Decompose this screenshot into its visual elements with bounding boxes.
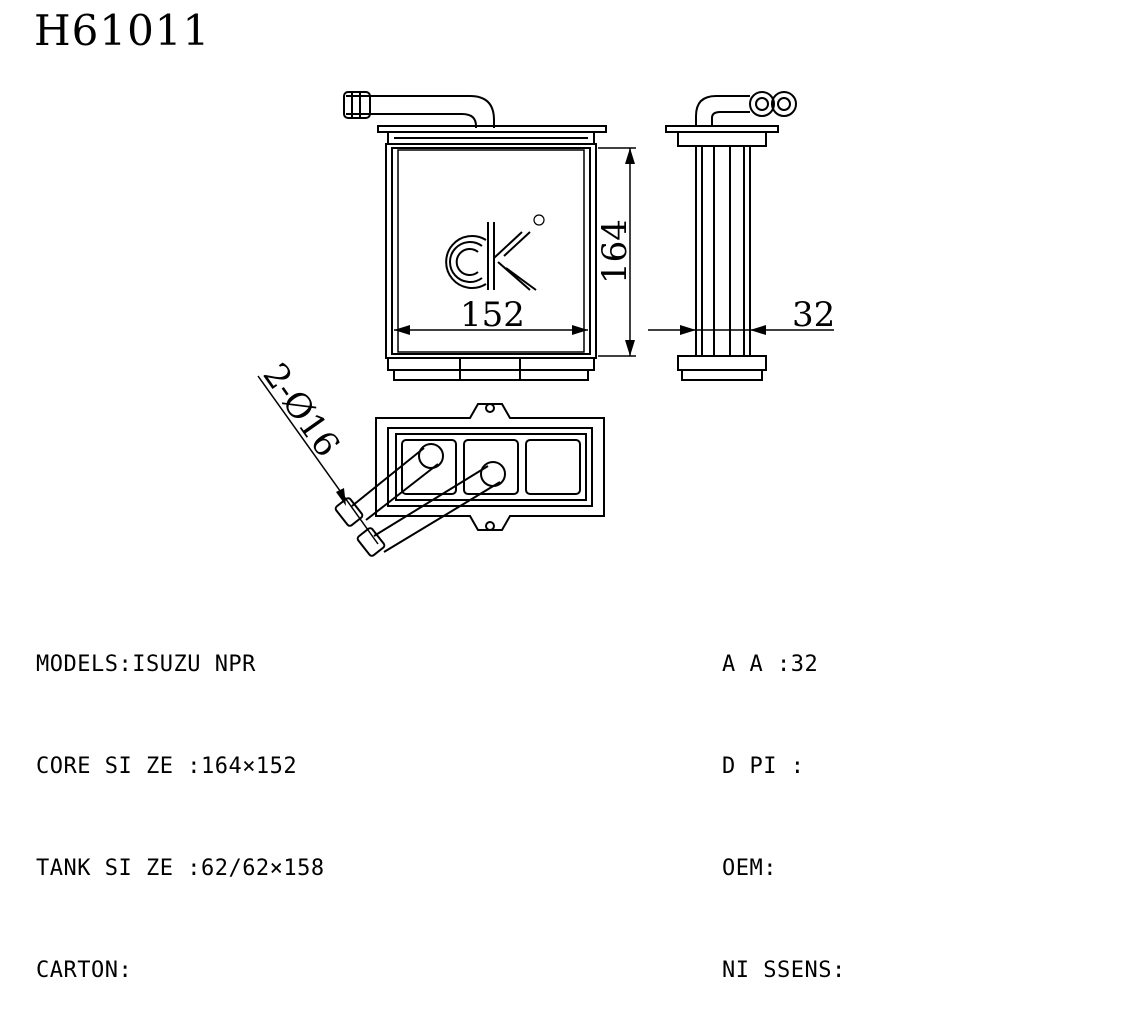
- width-dimension-label: 152: [460, 295, 525, 335]
- technical-drawing: 152 164 32: [255, 91, 835, 557]
- height-dimension-label: 164: [595, 219, 635, 284]
- spec-models: MODELS:ISUZU NPR: [36, 652, 256, 677]
- spec-tank-size: TANK SI ZE :62/62×158: [36, 856, 325, 881]
- spec-core-size: CORE SI ZE :164×152: [36, 754, 298, 779]
- side-view: 32: [648, 91, 835, 381]
- part-number-title: H61011: [34, 6, 211, 55]
- ck-logo-icon: [445, 214, 545, 291]
- top-view: 2-Ø16: [255, 356, 605, 557]
- spec-nissens: NI SSENS:: [722, 958, 846, 983]
- spec-carton: CARTON:: [36, 958, 133, 983]
- spec-aa: A A :32: [722, 652, 819, 677]
- spec-dpi: D PI :: [722, 754, 805, 779]
- specs-right: A A :32 D PI : OEM: NI SSENS:: [722, 580, 846, 1022]
- front-view: 152 164: [343, 91, 636, 381]
- depth-dimension-label: 32: [792, 295, 835, 335]
- spec-oem: OEM:: [722, 856, 777, 881]
- specs-left: MODELS:ISUZU NPR CORE SI ZE :164×152 TAN…: [36, 580, 325, 1022]
- pipe-diameter-label: 2-Ø16: [255, 356, 348, 464]
